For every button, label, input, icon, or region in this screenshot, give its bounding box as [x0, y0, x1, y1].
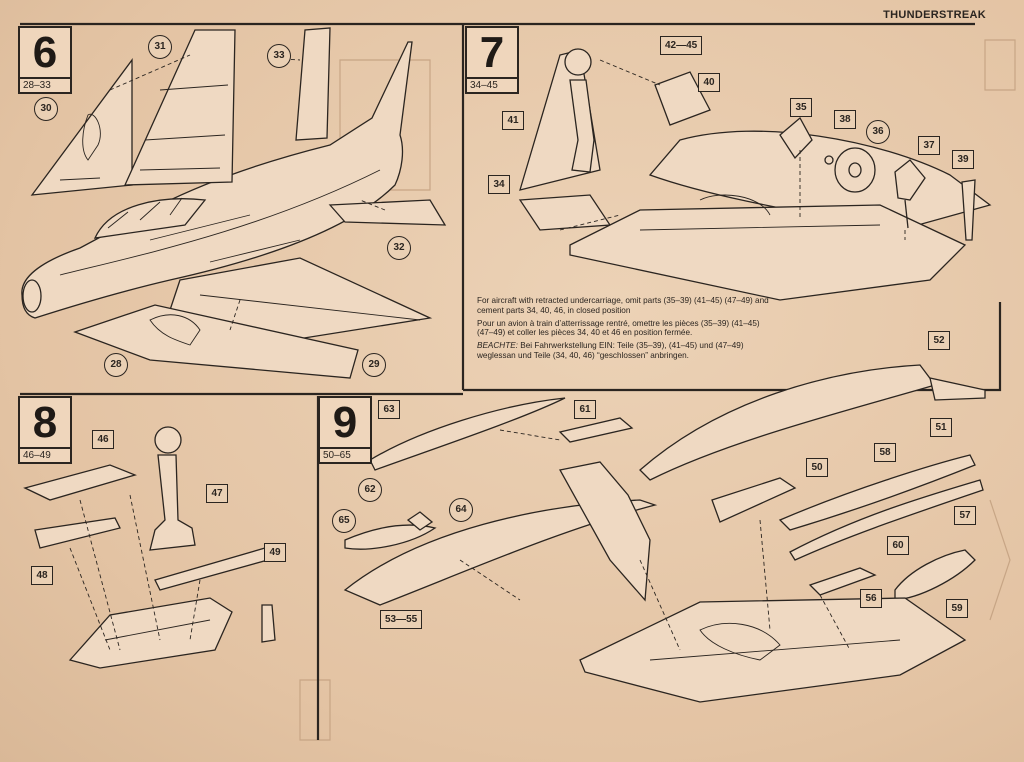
part-33-callout: 33 — [267, 44, 291, 68]
part-61-callout: 61 — [574, 400, 596, 419]
part-29-callout: 29 — [362, 353, 386, 377]
part-36-callout: 36 — [866, 120, 890, 144]
step-7-range: 34–45 — [467, 77, 517, 92]
part-39-callout: 39 — [952, 150, 974, 169]
step9-drawing — [343, 364, 986, 703]
part-28-callout: 28 — [104, 353, 128, 377]
part-31-callout: 31 — [148, 35, 172, 59]
part-32-callout: 32 — [387, 236, 411, 260]
step-8-range: 46–49 — [20, 447, 70, 462]
step-8-box: 8 46–49 — [18, 396, 72, 464]
part-59-callout: 59 — [946, 599, 968, 618]
note-german-text: Bei Fahrwerkstellung EIN: Teile (35–39),… — [477, 341, 744, 360]
part-51-callout: 51 — [930, 418, 952, 437]
note-english: For aircraft with retracted undercarriag… — [477, 296, 769, 315]
part-63-callout: 63 — [378, 400, 400, 419]
step-6-number: 6 — [32, 28, 58, 77]
part-41-callout: 41 — [502, 111, 524, 130]
step-8-number: 8 — [32, 398, 58, 447]
part-37-callout: 37 — [918, 136, 940, 155]
part-40-callout: 40 — [698, 73, 720, 92]
part-47-callout: 47 — [206, 484, 228, 503]
note-german: BEACHTE: Bei Fahrwerkstellung EIN: Teile… — [477, 341, 777, 361]
part-46-callout: 46 — [92, 430, 114, 449]
part-49-callout: 49 — [264, 543, 286, 562]
part-60-callout: 60 — [887, 536, 909, 555]
part-52-callout: 52 — [928, 331, 950, 350]
part-58-callout: 58 — [874, 443, 896, 462]
part-56-callout: 56 — [860, 589, 882, 608]
part-35-callout: 35 — [790, 98, 812, 117]
part-65-callout: 65 — [332, 509, 356, 533]
assembly-notes: For aircraft with retracted undercarriag… — [477, 296, 777, 364]
step-6-range: 28–33 — [20, 77, 70, 92]
part-30-callout: 30 — [34, 97, 58, 121]
step-7-number: 7 — [479, 28, 505, 77]
step6-drawing — [21, 27, 447, 379]
part-38-callout: 38 — [834, 110, 856, 129]
step-9-number: 9 — [332, 398, 358, 447]
part-57-callout: 57 — [954, 506, 976, 525]
step-9-box: 9 50–65 — [318, 396, 372, 464]
step-6-box: 6 28–33 — [18, 26, 72, 94]
step7-drawing — [518, 48, 992, 301]
step-7-box: 7 34–45 — [465, 26, 519, 94]
part-62-callout: 62 — [358, 478, 382, 502]
note-french: Pour un avion à train d’atterrissage ren… — [477, 318, 760, 338]
part-34-callout: 34 — [488, 175, 510, 194]
part-42-45-callout: 42—45 — [660, 36, 703, 55]
step-9-range: 50–65 — [320, 447, 370, 462]
part-50-callout: 50 — [806, 458, 828, 477]
part-53-55-callout: 53—55 — [380, 610, 423, 629]
note-german-label: BEACHTE: — [477, 341, 518, 351]
part-64-callout: 64 — [449, 498, 473, 522]
step8-drawing — [23, 426, 277, 669]
kit-title: THUNDERSTREAK — [883, 9, 986, 21]
part-48-callout: 48 — [31, 566, 53, 585]
